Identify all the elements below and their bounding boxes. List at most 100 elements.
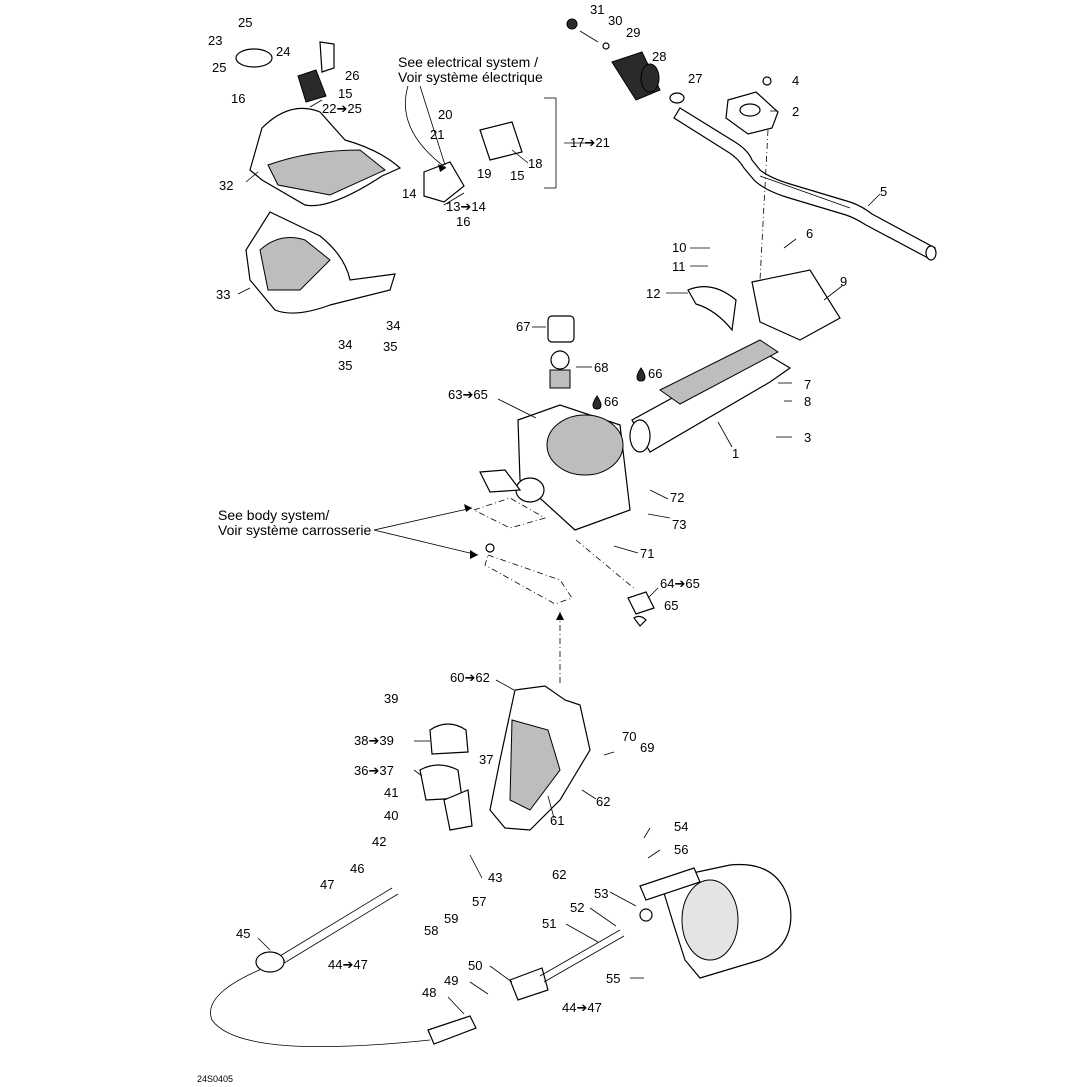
callout-19: 19: [477, 166, 491, 181]
callout-43: 43: [488, 870, 502, 885]
center-lines: [559, 129, 769, 686]
handlebar: [673, 107, 937, 261]
callout-48: 48: [422, 985, 436, 1000]
callout-45: 45: [236, 926, 250, 941]
callout-1: 1: [732, 446, 739, 461]
callout-63: 63➔65: [448, 387, 488, 402]
callout-68: 68: [594, 360, 608, 375]
body-note-fr: Voir système carrosserie: [218, 522, 371, 538]
callout-17: 17➔21: [570, 135, 610, 150]
callout-55: 55: [606, 971, 620, 986]
callout-labels: 1 2 3 4 5 6 7 8 9 10 11 12 13➔14 14 15 1…: [208, 2, 887, 1015]
arrowheads: [438, 164, 564, 620]
callout-9: 9: [840, 274, 847, 289]
callout-15a: 15: [338, 86, 352, 101]
callout-59: 59: [444, 911, 458, 926]
switch-housing: [235, 41, 523, 203]
leader-lines: [237, 85, 881, 1015]
lower-bracket: [489, 685, 591, 831]
callout-22: 22➔25: [322, 101, 362, 116]
callout-61: 61: [550, 813, 564, 828]
callout-15b: 15: [510, 168, 524, 183]
callout-66a: 66: [648, 366, 662, 381]
electrical-reference-arrow: [404, 85, 447, 169]
callout-60: 60➔62: [450, 670, 490, 685]
callout-38: 38➔39: [354, 733, 394, 748]
callout-42: 42: [372, 834, 386, 849]
callout-18: 18: [528, 156, 542, 171]
callout-44b: 44➔47: [562, 1000, 602, 1015]
callout-6: 6: [806, 226, 813, 241]
electrical-note-fr: Voir système électrique: [398, 69, 543, 85]
jet-nozzle: [639, 863, 792, 979]
callout-34b: 34: [338, 337, 352, 352]
rubber-mount: [627, 591, 655, 627]
callout-46: 46: [350, 861, 364, 876]
callout-73: 73: [672, 517, 686, 532]
callout-23: 23: [208, 33, 222, 48]
callout-69: 69: [640, 740, 654, 755]
callout-10: 10: [672, 240, 686, 255]
column-support: [479, 404, 631, 531]
callout-50: 50: [468, 958, 482, 973]
steering-cable: [210, 887, 625, 1048]
callout-29: 29: [626, 25, 640, 40]
callout-44a: 44➔47: [328, 957, 368, 972]
callout-62b: 62: [552, 867, 566, 882]
grease-drop-icon: [592, 395, 602, 410]
half-ring: [687, 286, 737, 332]
callout-16b: 16: [456, 214, 470, 229]
callout-28: 28: [652, 49, 666, 64]
callout-4: 4: [792, 73, 799, 88]
callout-5: 5: [880, 184, 887, 199]
callout-66b: 66: [604, 394, 618, 409]
callout-56: 56: [674, 842, 688, 857]
callout-65: 65: [664, 598, 678, 613]
support-plate: [751, 269, 841, 341]
callout-2: 2: [792, 104, 799, 119]
callout-13: 13➔14: [446, 199, 486, 214]
callout-31: 31: [590, 2, 604, 17]
callout-72: 72: [670, 490, 684, 505]
callout-20: 20: [438, 107, 452, 122]
callout-11: 11: [672, 259, 686, 274]
callout-64: 64➔65: [660, 576, 700, 591]
callout-8: 8: [804, 394, 811, 409]
callout-21: 21: [430, 127, 444, 142]
callout-32: 32: [219, 178, 233, 193]
callout-40: 40: [384, 808, 398, 823]
callout-54: 54: [674, 819, 688, 834]
callout-58: 58: [424, 923, 438, 938]
body-reference-parts: [472, 497, 573, 605]
callout-35b: 35: [338, 358, 352, 373]
callout-16a: 16: [231, 91, 245, 106]
callout-52: 52: [570, 900, 584, 915]
handlebar-clamp: [725, 76, 779, 135]
callout-12: 12: [646, 286, 660, 301]
callout-33: 33: [216, 287, 230, 302]
callout-41: 41: [384, 785, 398, 800]
callout-57: 57: [472, 894, 486, 909]
callout-27: 27: [688, 71, 702, 86]
callout-3: 3: [804, 430, 811, 445]
callout-51: 51: [542, 916, 556, 931]
callout-35a: 35: [383, 339, 397, 354]
callout-49: 49: [444, 973, 458, 988]
bushing: [547, 315, 575, 389]
callout-14: 14: [402, 186, 416, 201]
handlebar-cover: [249, 107, 402, 207]
callout-70: 70: [622, 729, 636, 744]
electrical-note-en: See electrical system /: [398, 54, 538, 70]
callout-62a: 62: [596, 794, 610, 809]
callout-47: 47: [320, 877, 334, 892]
callout-34a: 34: [386, 318, 400, 333]
callout-24: 24: [276, 44, 290, 59]
callout-67: 67: [516, 319, 530, 334]
drawing-code: 24S0405: [197, 1074, 233, 1084]
callout-36: 36➔37: [354, 763, 394, 778]
callout-26: 26: [345, 68, 359, 83]
callout-71: 71: [640, 546, 654, 561]
callout-30: 30: [608, 13, 622, 28]
grease-drop-icon: [636, 367, 646, 382]
